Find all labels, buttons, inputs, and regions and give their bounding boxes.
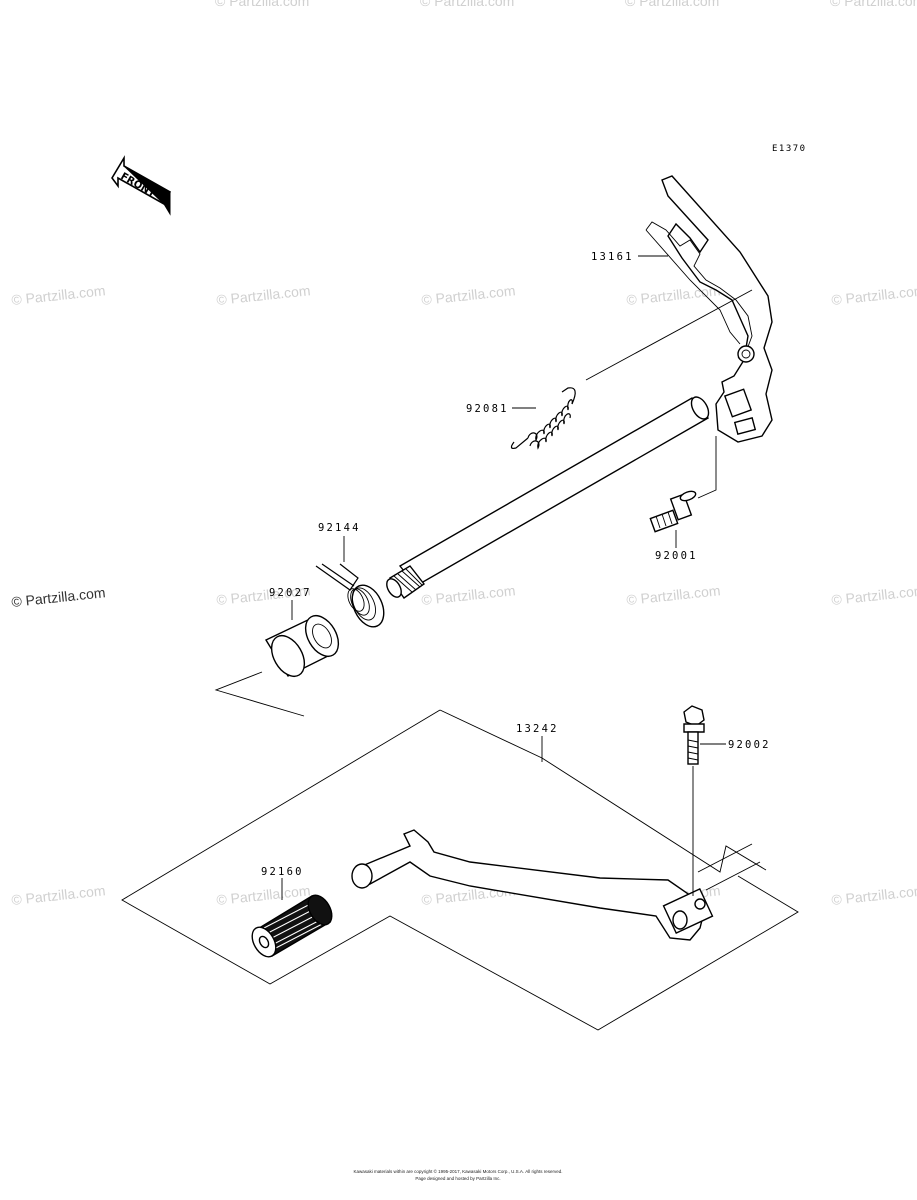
watermark-layer: © Partzilla.com © Partzilla.com © Partzi…	[11, 0, 917, 908]
watermark: © Partzilla.com	[830, 0, 917, 9]
label-13161: 13161	[591, 251, 634, 263]
bolt-92001	[649, 490, 697, 533]
watermark-prominent: © Partzilla.com	[11, 584, 106, 610]
watermark: © Partzilla.com	[216, 282, 311, 308]
shift-shaft	[386, 396, 710, 599]
shift-pedal-13242	[351, 829, 714, 941]
watermark: © Partzilla.com	[831, 882, 917, 908]
reference-outline	[439, 709, 543, 759]
reference-outline	[697, 843, 753, 873]
label-92002: 92002	[728, 739, 771, 751]
diagram-code: E1370	[772, 144, 807, 154]
collar-92027	[264, 615, 340, 677]
front-arrow-icon: FRONT	[111, 155, 172, 216]
reference-outline	[541, 757, 767, 873]
copyright-line-1: Kawasaki materials within are copyright …	[354, 1168, 563, 1174]
leader-line	[585, 289, 753, 381]
watermark: © Partzilla.com	[625, 0, 719, 9]
watermark: © Partzilla.com	[216, 882, 311, 908]
label-92160: 92160	[261, 866, 304, 878]
watermark: © Partzilla.com	[421, 582, 516, 608]
watermark: © Partzilla.com	[831, 282, 917, 308]
watermark: © Partzilla.com	[215, 0, 309, 9]
label-92027: 92027	[269, 587, 312, 599]
watermark: © Partzilla.com	[626, 582, 721, 608]
label-92081: 92081	[466, 403, 509, 415]
watermark: © Partzilla.com	[831, 582, 917, 608]
return-spring-92081	[510, 387, 576, 450]
watermark: © Partzilla.com	[11, 282, 106, 308]
bolt-92002	[683, 705, 705, 765]
label-13242: 13242	[516, 723, 559, 735]
watermark: © Partzilla.com	[420, 0, 514, 9]
label-92144: 92144	[318, 522, 361, 534]
reference-line	[214, 671, 305, 717]
copyright-line-2: Page designed and hosted by Partzilla In…	[415, 1176, 500, 1181]
label-92001: 92001	[655, 550, 698, 562]
watermark: © Partzilla.com	[11, 882, 106, 908]
reference-outline	[121, 709, 799, 1031]
torsion-spring-92144	[315, 563, 385, 628]
pedal-rubber-92160	[251, 894, 333, 958]
watermark: © Partzilla.com	[421, 282, 516, 308]
reference-outline	[705, 861, 761, 891]
leader-line	[697, 436, 717, 499]
shift-lever-13161	[645, 175, 773, 443]
